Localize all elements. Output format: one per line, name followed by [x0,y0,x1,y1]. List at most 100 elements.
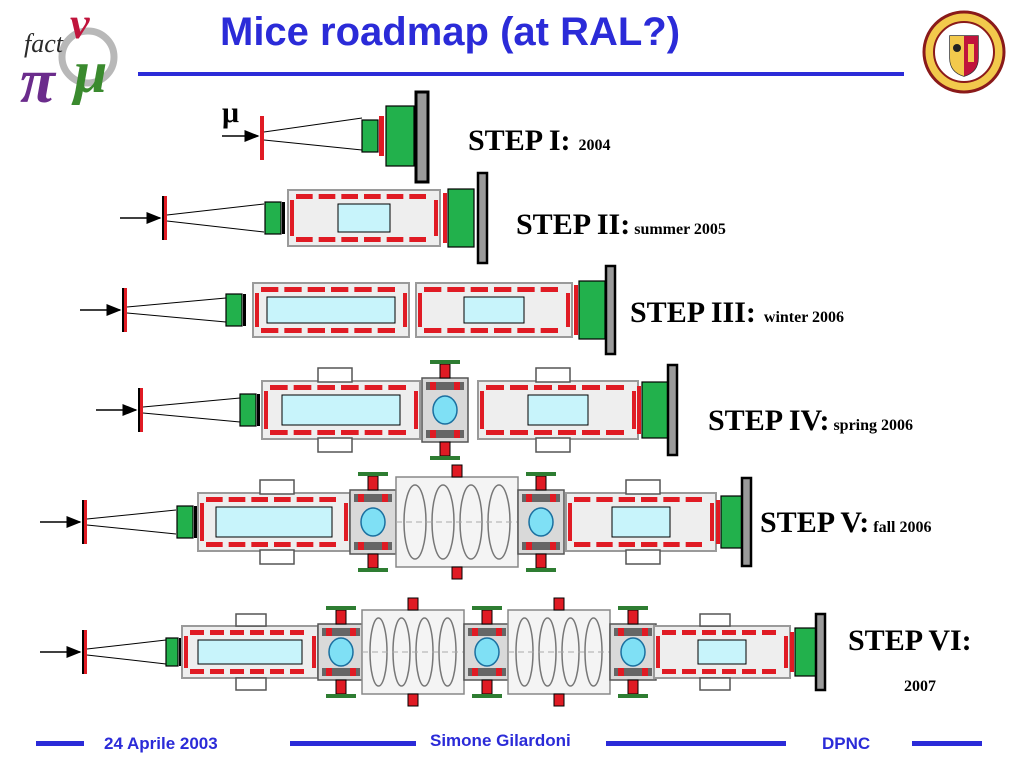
coil-segment [210,630,224,635]
coil-end [264,391,268,429]
coil-segment [517,287,535,292]
tof-plane-red [124,288,127,332]
afc-flange [358,568,388,572]
tof-plane-red [140,388,143,432]
step-1-label: STEP I: 2004 [468,124,611,157]
step-2-label: STEP II: summer 2005 [516,208,726,241]
coil-segment [270,385,288,390]
coil-segment [663,542,680,547]
coil-segment [296,237,313,242]
coil-segment [250,630,264,635]
coil-segment [290,630,304,635]
solenoid-support [535,437,571,453]
solenoid-support [317,367,353,383]
coil-segment [685,497,702,502]
coil-segment [618,497,635,502]
detector-red-plane [443,193,447,243]
detector-red-plane [790,632,794,672]
rf-coupler [451,464,463,478]
stage-step-5 [40,464,753,580]
beam-envelope-line [142,412,241,423]
afc-coil [522,494,560,502]
coil-segment [470,328,488,333]
detector-red-plane [574,285,578,335]
coil-segment [284,328,302,333]
stage-step-1 [222,90,430,184]
coil-end [434,200,438,236]
coil-end [568,503,572,541]
upstream-detector [239,393,257,427]
coil-end [784,636,788,668]
coil-segment [722,669,736,674]
calorimeter-block [794,627,818,677]
coil-end [414,391,418,429]
coil-segment [663,497,680,502]
tracker-volume [337,203,391,233]
afc-port [439,363,451,379]
logo-pi-text: π [20,45,57,106]
coil-segment [318,237,336,242]
afc-coil [354,542,392,550]
afc-coil-red [472,628,478,636]
coil-segment [596,497,613,502]
afc-coil-red [326,628,332,636]
coil-segment [354,287,372,292]
coil-end [632,391,636,429]
coil-end [312,636,316,668]
footer-rule-4 [912,741,982,746]
afc-coil-red [496,628,502,636]
coil-end [656,636,660,668]
coil-segment [409,194,426,199]
tracker-volume [611,506,671,538]
coil-segment [190,669,204,674]
coil-segment [606,430,624,435]
lh2-absorber [360,507,386,537]
muon-wall [414,90,430,184]
coil-segment [447,328,465,333]
afc-port [481,679,493,695]
afc-flange [326,606,356,610]
afc-coil-red [350,668,356,676]
stage-step-3 [80,264,617,356]
afc-coil [522,542,560,550]
coil-segment [762,630,776,635]
beam-envelope-line [86,639,167,650]
tof-plane-black [82,500,84,544]
coil-segment [558,385,576,390]
afc-coil-red [642,628,648,636]
tracker-volume [197,639,303,665]
beam-envelope-line [263,117,363,133]
afc-port [481,609,493,625]
tof-plane-red [260,116,264,160]
tracker-volume [215,506,333,538]
afc-port [627,679,639,695]
coil-segment [596,542,613,547]
coil-segment [206,542,223,547]
muon-wall [740,476,753,568]
afc-coil-red [454,430,460,438]
stage-step-6 [40,597,827,707]
coil-segment [641,497,658,502]
coil-segment [228,497,246,502]
afc-flange [358,472,388,476]
coil-segment [364,194,381,199]
footer-institute: DPNC [822,734,871,753]
tof-plane-black [162,196,164,240]
beam-envelope-line [166,203,265,216]
page-title: Mice roadmap (at RAL?) [220,10,681,54]
afc-coil-red [454,382,460,390]
coil-segment [331,287,349,292]
solenoid-support [259,479,295,495]
coil-segment [486,430,504,435]
coil-segment [662,669,676,674]
beam-envelope-line [263,139,363,151]
coil-segment [261,287,279,292]
solenoid-support [317,437,353,453]
afc-port [335,679,347,695]
coil-segment [270,630,284,635]
coil-segment [685,542,702,547]
coil-segment [210,669,224,674]
coil-segment [296,497,314,502]
coil-segment [293,385,312,390]
calorimeter-block [385,105,415,167]
